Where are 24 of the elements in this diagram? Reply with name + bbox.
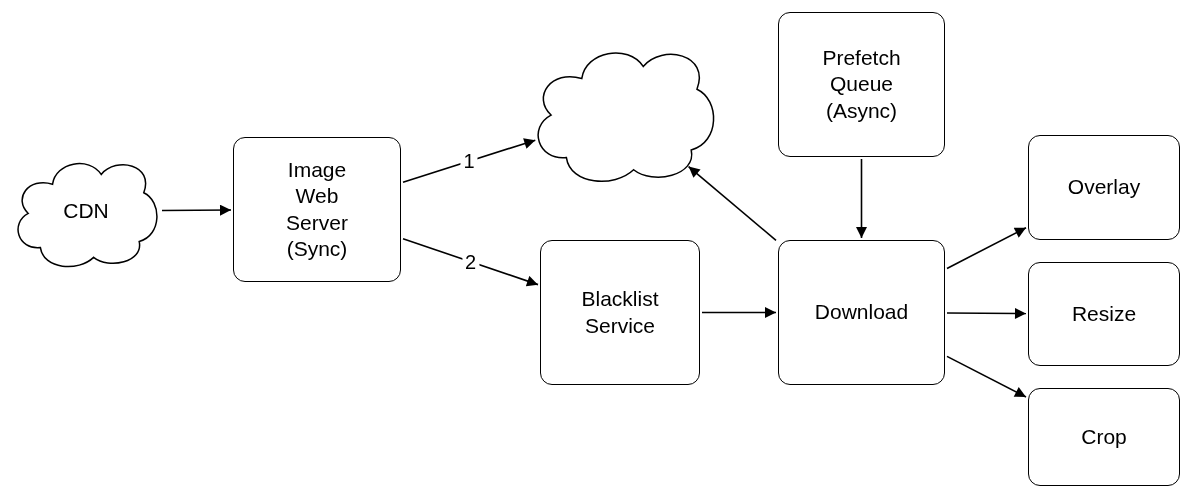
arrow — [701, 307, 777, 318]
node-label: Blacklist Service — [580, 286, 660, 339]
process-box — [778, 12, 945, 157]
node-label: Image Web Server (Sync) — [285, 157, 349, 262]
process-box — [1028, 262, 1180, 366]
arrow — [402, 237, 539, 287]
node-label: CDN — [63, 197, 109, 224]
node-label: Download — [814, 299, 909, 326]
arrow — [161, 204, 232, 216]
process-box — [540, 240, 700, 385]
arrow — [946, 307, 1027, 319]
process-box — [1028, 388, 1180, 486]
process-box — [233, 137, 401, 282]
arrow — [856, 158, 867, 239]
node-label: Overlay — [1067, 174, 1141, 201]
arrow — [402, 138, 537, 183]
node-label: Crop — [1081, 423, 1127, 450]
arrow — [946, 355, 1027, 398]
process-box — [778, 240, 945, 385]
node-label: Prefetch Queue (Async) — [821, 45, 902, 124]
node-label: Resize — [1071, 300, 1137, 327]
arrow — [946, 226, 1027, 270]
process-box — [1028, 135, 1180, 240]
arrow — [687, 165, 777, 242]
